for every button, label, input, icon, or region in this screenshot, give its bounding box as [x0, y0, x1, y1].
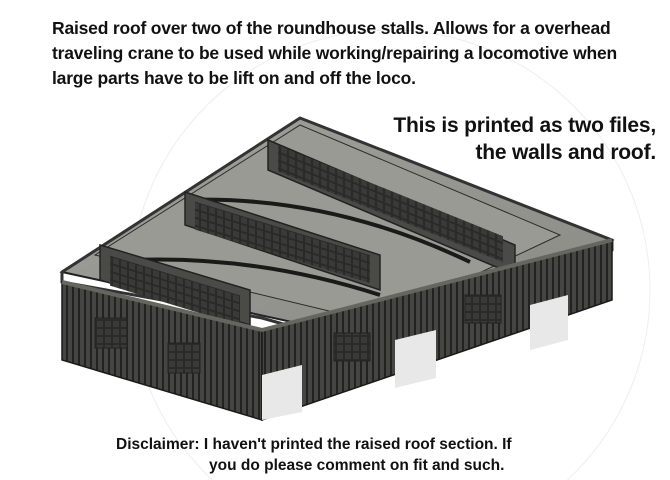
print-files-line-2: the walls and roof.	[475, 141, 656, 164]
stall-door-3	[530, 295, 568, 350]
print-files-note: This is printed as two files, the walls …	[393, 112, 656, 166]
clerestory-wall-middle	[184, 190, 381, 292]
description-line-3: large parts have to be lift on and off t…	[52, 68, 416, 88]
disclaimer-caption: Disclaimer: I haven't printed the raised…	[116, 434, 556, 476]
stall-door-1	[262, 365, 302, 420]
clerestory-wall-front	[99, 243, 251, 327]
description-caption: Raised roof over two of the roundhouse s…	[52, 16, 652, 91]
print-files-line-1: This is printed as two files,	[393, 114, 656, 137]
description-line-1: Raised roof over two of the roundhouse s…	[52, 18, 611, 38]
stall-door-2	[395, 330, 436, 388]
description-line-2: traveling crane to be used while working…	[52, 43, 618, 63]
disclaimer-line-1: Disclaimer: I haven't printed the raised…	[116, 436, 512, 453]
disclaimer-line-2: you do please comment on fit and such.	[209, 457, 505, 474]
